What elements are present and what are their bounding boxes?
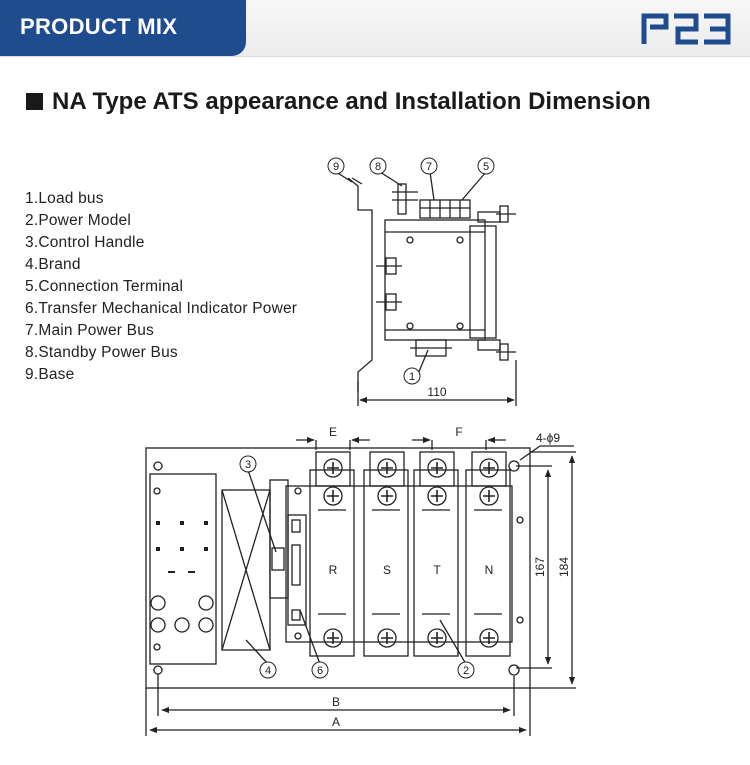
legend-item: 7.Main Power Bus — [25, 322, 154, 339]
top-bar: PRODUCT MIX — [0, 0, 750, 57]
dim-a-label: A — [332, 715, 340, 729]
svg-text:3: 3 — [245, 459, 251, 471]
pole-label: S — [383, 563, 391, 577]
pole-label: T — [433, 563, 441, 577]
legend-item: 6.Transfer Mechanical Indicator Power — [25, 300, 298, 317]
r23-logo-icon — [641, 13, 731, 45]
callout-8: 8 — [369, 157, 387, 175]
svg-text:9: 9 — [333, 161, 339, 173]
callout-1: 1 — [403, 367, 421, 385]
svg-text:8: 8 — [375, 161, 381, 173]
front-view-drawing — [145, 436, 576, 736]
svg-text:5: 5 — [483, 161, 489, 173]
parts-legend: 1.Load bus 2.Power Model 3.Control Handl… — [25, 188, 297, 386]
side-view-drawing — [335, 171, 517, 406]
dim-167-label: 167 — [533, 557, 547, 577]
svg-text:7: 7 — [426, 161, 432, 173]
front-view-callouts: 3 4 6 2 — [239, 455, 475, 679]
product-mix-tab[interactable]: PRODUCT MIX — [0, 0, 246, 56]
dim-b-label: B — [332, 695, 340, 709]
svg-text:2: 2 — [463, 665, 469, 677]
terminal-screws — [323, 458, 499, 648]
legend-item: 4.Brand — [25, 256, 81, 273]
callout-7: 7 — [420, 157, 438, 175]
pole-label: N — [485, 563, 494, 577]
svg-text:6: 6 — [317, 665, 323, 677]
svg-text:1: 1 — [409, 371, 415, 383]
page-title: NA Type ATS appearance and Installation … — [26, 88, 651, 116]
left-panel-marks — [156, 521, 208, 573]
legend-item: 1.Load bus — [25, 190, 104, 207]
page-title-text: NA Type ATS appearance and Installation … — [52, 88, 651, 115]
legend-item: 2.Power Model — [25, 212, 131, 229]
pole-label: R — [329, 563, 338, 577]
dim-f-label: F — [455, 425, 462, 439]
callout-5: 5 — [477, 157, 495, 175]
legend-item: 3.Control Handle — [25, 234, 145, 251]
callout-3: 3 — [239, 455, 257, 473]
dim-184-label: 184 — [557, 557, 571, 577]
legend-item: 9.Base — [25, 366, 75, 383]
side-view-callouts: 9 8 7 5 1 110 — [327, 157, 495, 399]
front-view-labels: R S T N E F 4-ϕ9 167 184 B A — [329, 425, 571, 729]
dim-110-label: 110 — [427, 385, 446, 399]
dim-e-label: E — [329, 425, 337, 439]
legend-item: 5.Connection Terminal — [25, 278, 184, 295]
callout-9: 9 — [327, 157, 345, 175]
heading-bullet-icon — [26, 93, 43, 110]
holes-label: 4-ϕ9 — [536, 431, 560, 445]
callout-6: 6 — [311, 661, 329, 679]
legend-item: 8.Standby Power Bus — [25, 344, 178, 361]
callout-4: 4 — [259, 661, 277, 679]
svg-text:4: 4 — [265, 665, 271, 677]
callout-2: 2 — [457, 661, 475, 679]
product-mix-label: PRODUCT MIX — [20, 14, 178, 39]
